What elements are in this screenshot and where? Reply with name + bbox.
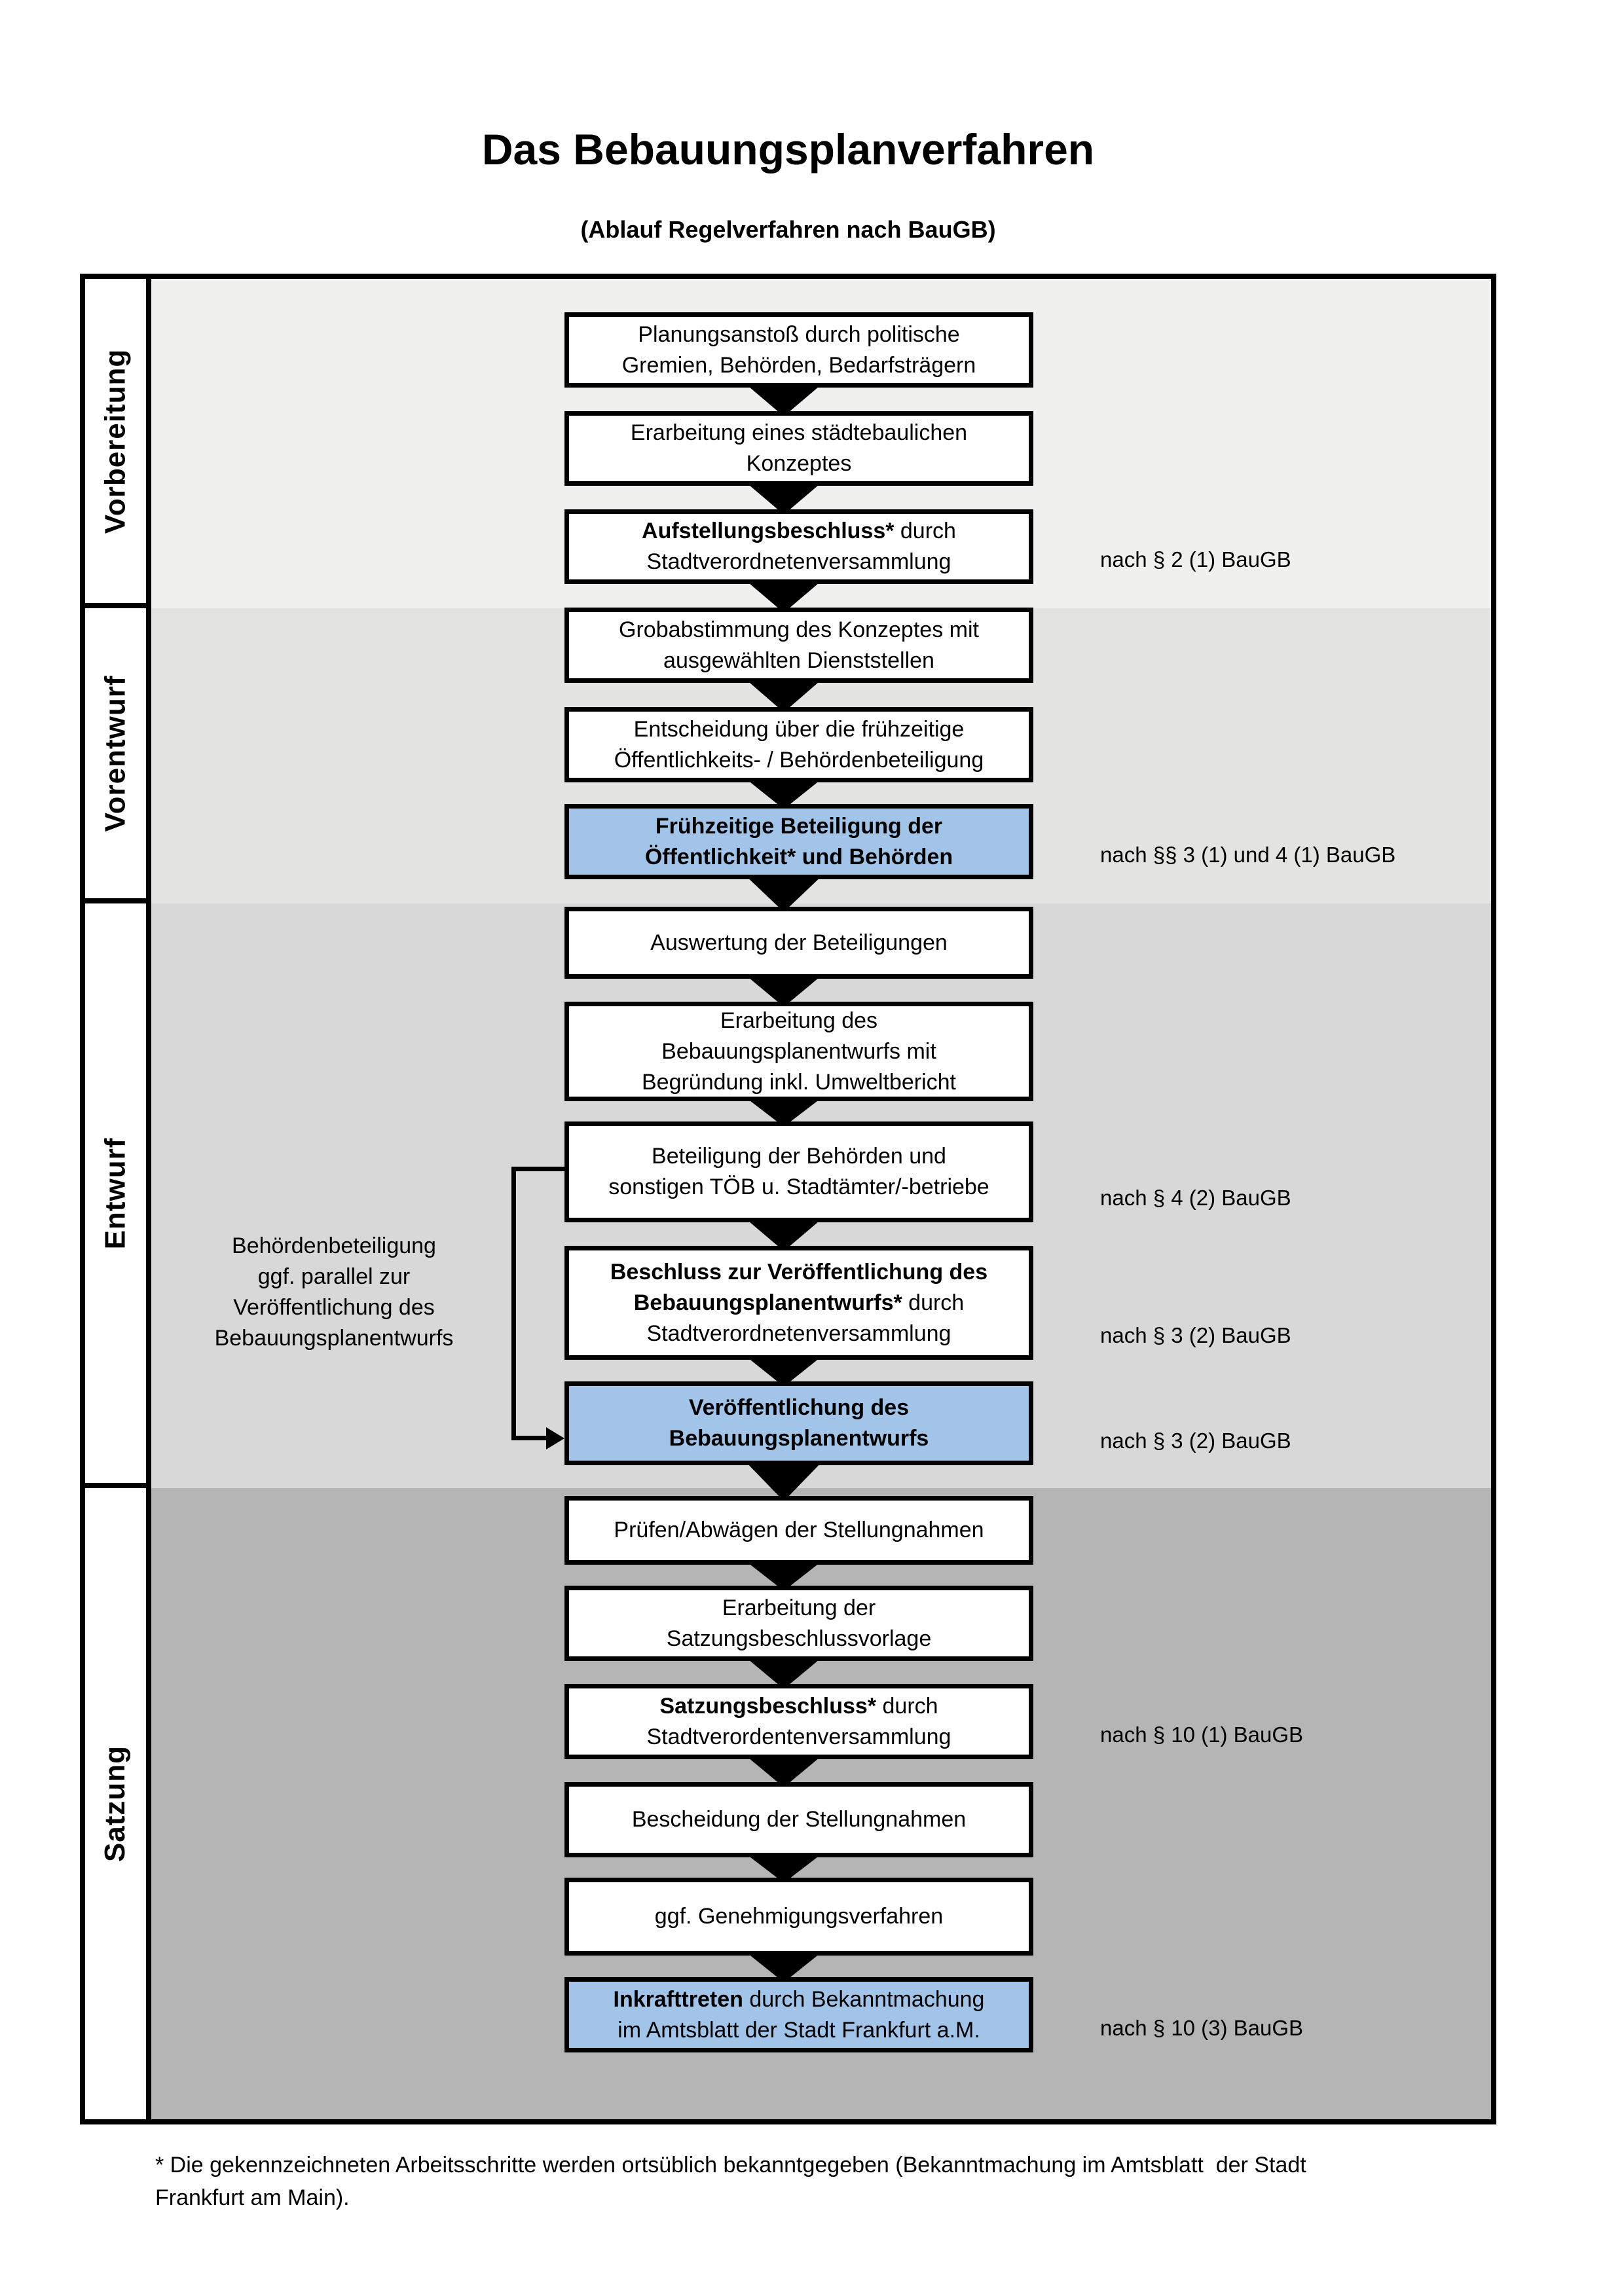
flow-box-behoerdenbeteiligung-toeb: Beteiligung der Behörden und sonstigen TÖ… [564, 1121, 1033, 1222]
flow-box-genehmigungsverfahren: ggf. Genehmigungsverfahren [564, 1878, 1033, 1956]
bracket-vertical-line [511, 1167, 516, 1440]
flow-arrow-down [745, 678, 823, 712]
bracket-arrowhead-icon [546, 1427, 564, 1449]
flow-box-line: Frühzeitige Beteiligung der [655, 813, 943, 839]
flow-arrow-down [745, 579, 823, 613]
legal-reference-inkrafttreten: nach § 10 (3) BauGB [1100, 2016, 1304, 2040]
flow-box-line: Öffentlichkeit* und Behörden [644, 844, 953, 869]
flow-box-grobabstimmung: Grobabstimmung des Konzeptes mit ausgewäh… [564, 608, 1033, 683]
flow-box-line: Beteiligung der Behörden und [652, 1144, 946, 1169]
flow-box-line: im Amtsblatt der Stadt Frankfurt a.M. [618, 2017, 980, 2043]
legal-reference-behoerdenbeteiligung-toeb: nach § 4 (2) BauGB [1100, 1186, 1291, 1210]
legal-reference-veroeffentlichung-entwurf: nach § 3 (2) BauGB [1100, 1429, 1291, 1453]
phase-label-entwurf: Entwurf [99, 1137, 132, 1249]
legal-reference-fruehzeitige-beteiligung: nach §§ 3 (1) und 4 (1) BauGB [1100, 843, 1396, 867]
flow-arrow-down [745, 481, 823, 515]
flow-box-line: Veröffentlichung des [688, 1395, 910, 1420]
flow-box-line: Begründung inkl. Umweltbericht [641, 1069, 957, 1095]
flow-box-line: Konzeptes [746, 451, 852, 476]
flow-box-auswertung-beteiligungen: Auswertung der Beteiligungen [564, 907, 1033, 979]
flow-arrow-down [745, 1755, 823, 1787]
flow-box-line: Entscheidung über die frühzeitige [633, 716, 965, 742]
bracket-top-line [511, 1167, 564, 1171]
legal-reference-veroeffentlichungsbeschluss: nach § 3 (2) BauGB [1100, 1323, 1291, 1347]
phase-label-vorbereitung: Vorbereitung [99, 348, 132, 534]
flow-arrow-down [745, 875, 823, 912]
flow-arrow-down [745, 1656, 823, 1689]
parallel-annotation-line: ggf. parallel zur [257, 1264, 411, 1289]
page-subtitle: (Ablauf Regelverfahren nach BauGB) [580, 216, 996, 243]
flow-box-line: Erarbeitung der [722, 1595, 876, 1620]
flow-box-line: Auswertung der Beteiligungen [650, 930, 948, 955]
flow-box-line: Bescheidung der Stellungnahmen [631, 1807, 967, 1832]
flow-box-line: Erarbeitung des [720, 1008, 878, 1033]
flow-box-line: Satzungsbeschlussvorlage [666, 1626, 932, 1651]
flow-box-line: Bebauungsplanentwurfs mit [661, 1038, 936, 1064]
flow-box-line: ggf. Genehmigungsverfahren [654, 1904, 944, 1929]
flow-arrow-down [745, 1218, 823, 1251]
phase-label-vorentwurf: Vorentwurf [99, 675, 132, 831]
flow-box-line: Bebauungsplanentwurfs* durch [633, 1290, 965, 1315]
flow-arrow-down [745, 974, 823, 1007]
sidebar-cell-vorbereitung: Vorbereitung [85, 279, 146, 608]
flow-box-line: Öffentlichkeits- / Behördenbeteiligung [614, 747, 984, 773]
flow-box-line: Beschluss zur Veröffentlichung des [610, 1259, 988, 1285]
page-title: Das Bebauungsplanverfahren [481, 125, 1095, 173]
sidebar-cell-entwurf: Entwurf [85, 903, 146, 1488]
flow-box-line: Stadtverordnetenversammlung [646, 549, 951, 574]
flow-arrow-down [745, 1461, 823, 1501]
sidebar-cell-satzung: Satzung [85, 1488, 146, 2119]
flow-box-bescheidung-stellungnahmen: Bescheidung der Stellungnahmen [564, 1782, 1033, 1857]
legal-reference-satzungsbeschluss: nach § 10 (1) BauGB [1100, 1722, 1304, 1747]
flow-box-line: Planungsanstoß durch politische [638, 321, 960, 347]
parallel-annotation-line: Veröffentlichung des [233, 1295, 435, 1320]
flow-arrow-down [745, 383, 823, 416]
flow-box-inkrafttreten: Inkrafttreten durch Bekanntmachung im Amt… [564, 1977, 1033, 2052]
sidebar-divider-line [146, 279, 151, 2119]
flow-box-line: Inkrafttreten durch Bekanntmachung [613, 1986, 985, 2012]
flow-box-line: Stadtverordnetenversammlung [646, 1321, 951, 1346]
bracket-bottom-line [511, 1436, 546, 1440]
legal-reference-aufstellungsbeschluss: nach § 2 (1) BauGB [1100, 547, 1291, 572]
flow-box-line: Prüfen/Abwägen der Stellungnahmen [614, 1518, 984, 1542]
sidebar-cell-vorentwurf: Vorentwurf [85, 608, 146, 903]
flow-box-line: Erarbeitung eines städtebaulichen [630, 420, 968, 445]
phase-label-satzung: Satzung [99, 1745, 132, 1863]
flow-box-line: Grobabstimmung des Konzeptes mit [619, 617, 979, 642]
flow-box-line: sonstigen TÖB u. Stadtämter/-betriebe [608, 1175, 989, 1199]
flow-box-line: Bebauungsplanentwurfs [669, 1426, 929, 1451]
flow-box-line: Stadtverordentenversammlung [646, 1724, 951, 1749]
flow-box-line: Satzungsbeschluss* durch [659, 1693, 938, 1719]
parallel-annotation-line: Behördenbeteiligung [232, 1233, 436, 1258]
footnote: * Die gekennzeichneten Arbeitsschritte w… [155, 2153, 1306, 2210]
flow-box-line: Aufstellungsbeschluss* durch [642, 519, 956, 543]
flow-box-pruefen-abwaegen: Prüfen/Abwägen der Stellungnahmen [564, 1496, 1033, 1565]
parallel-annotation-line: Bebauungsplanentwurfs [214, 1326, 454, 1351]
flow-box-line: ausgewählten Dienststellen [663, 647, 934, 673]
flow-box-line: Gremien, Behörden, Bedarfsträgern [621, 352, 976, 378]
